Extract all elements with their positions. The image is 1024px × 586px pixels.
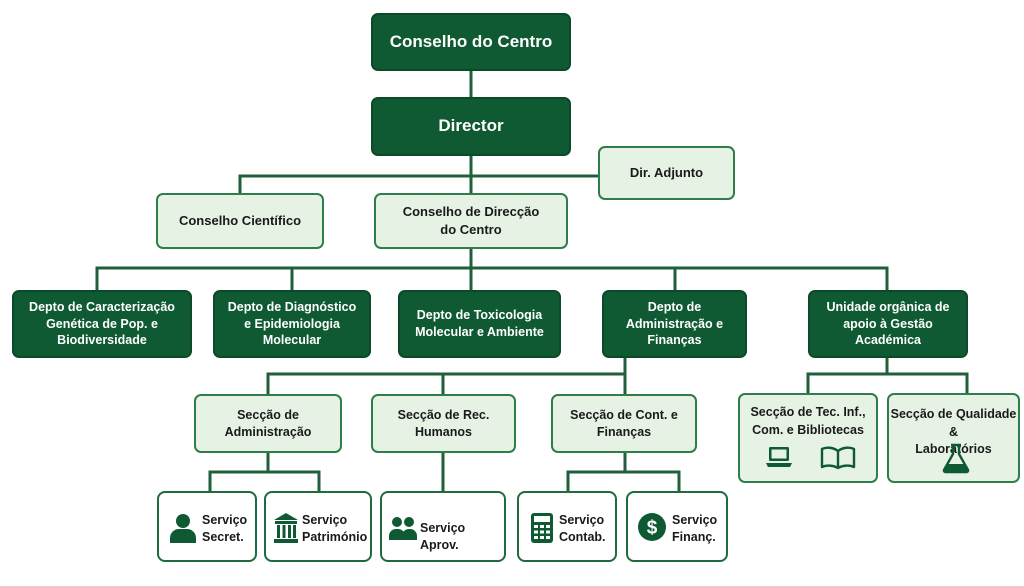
node-unidade-organica: Unidade orgânica de apoio à Gestão Acadé… [808,290,968,358]
node-servico-contab: Serviço Contab. [517,491,617,562]
flask-icon [942,443,970,474]
servico-secret-label: Serviço Secret. [202,513,248,544]
node-seccao-rec-humanos: Secção de Rec. Humanos [371,394,516,453]
seccao-tec-inf-label: Secção de Tec. Inf., Com. e Bibliotecas [750,405,866,437]
dollar-icon: $ [638,513,666,541]
person-icon [170,514,196,543]
node-conselho-cientifico: Conselho Científico [156,193,324,249]
node-depto-caracterizacao: Depto de Caracterização Genética de Pop.… [12,290,192,358]
node-director: Director [371,97,571,156]
node-servico-secret: Serviço Secret. [157,491,257,562]
node-servico-financ: $ Serviço Finanç. [626,491,728,562]
node-servico-patrimonio: Serviço Património [264,491,372,562]
node-seccao-qualidade: Secção de Qualidade & Laboratórios [887,393,1020,483]
book-icon [820,446,856,470]
servico-aprov-label: Serviço Aprov. [420,521,466,552]
servico-financ-label: Serviço Finanç. [672,513,718,544]
calculator-icon [531,513,553,543]
node-seccao-administracao: Secção de Administração [194,394,342,453]
servico-contab-label: Serviço Contab. [559,513,606,544]
svg-text:$: $ [647,518,658,539]
group-icon [389,517,417,540]
node-depto-diagnostico: Depto de Diagnóstico e Epidemiologia Mol… [213,290,371,358]
building-icon [274,513,298,543]
node-servico-aprov: Serviço Aprov. [380,491,506,562]
servico-patrimonio-label: Serviço Património [302,513,368,544]
node-seccao-cont-financas: Secção de Cont. e Finanças [551,394,697,453]
laptop-icon [766,447,792,467]
node-depto-toxicologia: Depto de Toxicologia Molecular e Ambient… [398,290,561,358]
node-conselho-de-direccao: Conselho de Direcção do Centro [374,193,568,249]
node-conselho-do-centro: Conselho do Centro [371,13,571,71]
node-dir-adjunto: Dir. Adjunto [598,146,735,200]
node-depto-administracao: Depto de Administração e Finanças [602,290,747,358]
node-seccao-tec-inf: Secção de Tec. Inf., Com. e Bibliotecas [738,393,878,483]
